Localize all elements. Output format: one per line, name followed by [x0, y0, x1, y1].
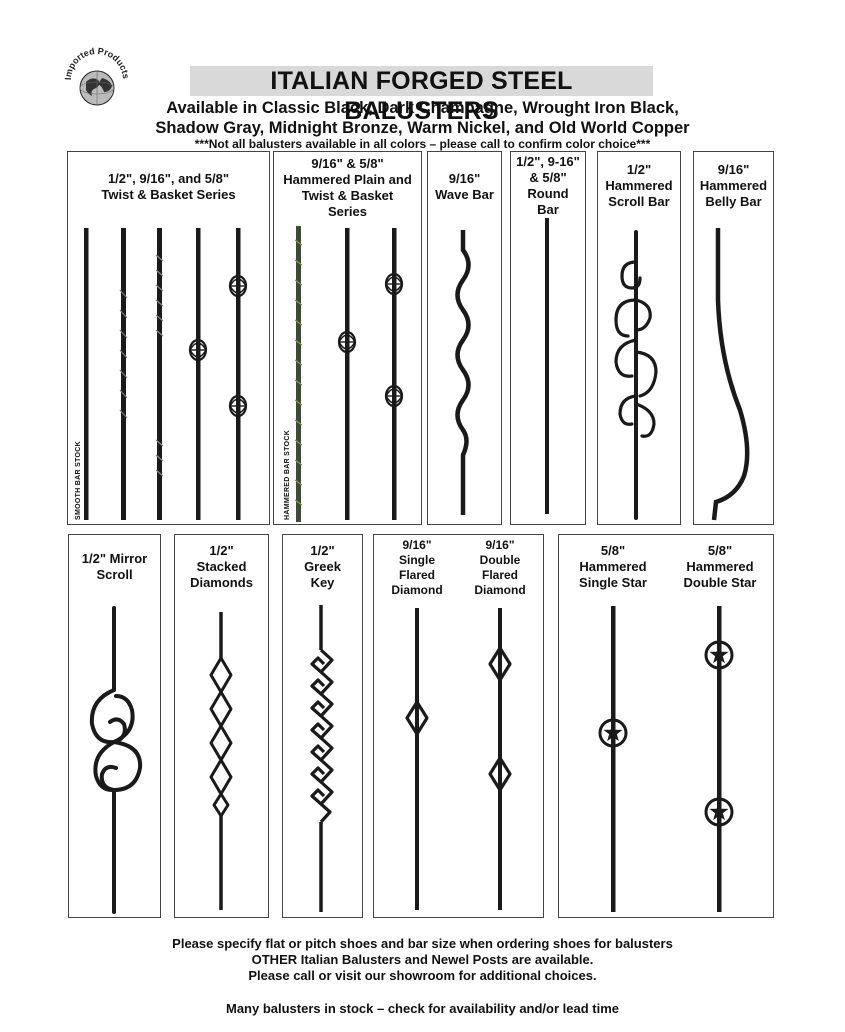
globe-icon: Imported Products: [63, 46, 131, 106]
panel-scroll-bar: [597, 151, 681, 525]
label-single-star: 5/8" Hammered Single Star: [579, 543, 647, 590]
label-wave-bar: 9/16" Wave Bar: [435, 171, 494, 202]
panel-stacked-diamonds: [174, 534, 269, 918]
subtitle-line-2: Shadow Gray, Midnight Bronze, Warm Nicke…: [155, 119, 690, 137]
label-twist-basket: 1/2", 9/16", and 5/8" Twist & Basket Ser…: [101, 171, 236, 202]
footer-line-2: OTHER Italian Balusters and Newel Posts …: [251, 952, 594, 967]
label-hammered-plain: 9/16" & 5/8" Hammered Plain and Twist & …: [283, 156, 412, 219]
color-note: ***Not all balusters available in all co…: [194, 137, 651, 151]
label-round-bar: 1/2", 9-16" & 5/8" Round Bar: [516, 154, 580, 217]
label-belly-bar: 9/16" Hammered Belly Bar: [699, 162, 768, 209]
smooth-bar-stock-label: SMOOTH BAR STOCK: [75, 441, 82, 520]
imported-products-logo: Imported Products: [62, 42, 132, 112]
panel-mirror-scroll: [68, 534, 161, 918]
panel-round-bar: [510, 151, 586, 525]
panel-twist-basket: [67, 151, 270, 525]
label-double-star: 5/8" Hammered Double Star: [683, 543, 757, 590]
panel-star: [558, 534, 774, 918]
panel-greek-key: [282, 534, 363, 918]
panel-wave-bar: [427, 151, 502, 525]
label-stacked-diamonds: 1/2" Stacked Diamonds: [190, 543, 253, 590]
label-mirror-scroll: 1/2" Mirror Scroll: [81, 551, 148, 582]
label-scroll-bar: 1/2" Hammered Scroll Bar: [605, 162, 673, 209]
label-double-flared: 9/16" Double Flared Diamond: [474, 538, 526, 597]
label-greek-key: 1/2" Greek Key: [304, 543, 341, 590]
panel-belly-bar: [693, 151, 774, 525]
panel-flared-diamond: [373, 534, 544, 918]
footer-line-1: Please specify flat or pitch shoes and b…: [172, 936, 673, 951]
subtitle-line-1: Available in Classic Black, Dark Champag…: [166, 99, 679, 117]
label-single-flared: 9/16" Single Flared Diamond: [391, 538, 443, 597]
page-title: ITALIAN FORGED STEEL BALUSTERS: [190, 66, 653, 125]
footer-line-4: Many balusters in stock – check for avai…: [225, 1001, 620, 1016]
hammered-bar-stock-label: HAMMERED BAR STOCK: [284, 429, 291, 520]
panel-hammered-plain: [273, 151, 422, 525]
footer-line-3: Please call or visit our showroom for ad…: [248, 968, 597, 983]
